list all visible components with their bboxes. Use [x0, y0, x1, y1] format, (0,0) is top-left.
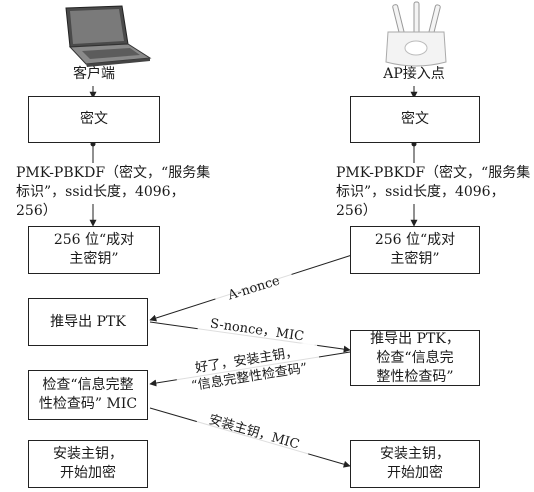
- access-point-icon: [385, 1, 447, 67]
- ap-pmk-formula: PMK-PBKDF（密文，“服务集 标识”，ssid长度，4096，256）: [336, 165, 531, 219]
- client-check-mic-box: 检查“信息完整 性检查码” MIC: [28, 370, 148, 420]
- client-derive-ptk-box: 推导出 PTK: [28, 298, 148, 346]
- ap-pmk-box: 256 位“成对 主密钥”: [350, 226, 480, 274]
- laptop-icon: [65, 5, 152, 67]
- client-ciphertext-box: 密文: [28, 96, 160, 143]
- ap-install-key-box: 安装主钥， 开始加密: [350, 440, 480, 488]
- ap-title: AP接入点: [383, 66, 445, 82]
- ap-ciphertext-box: 密文: [350, 96, 480, 143]
- client-title: 客户端: [73, 66, 115, 82]
- client-install-key-box: 安装主钥， 开始加密: [28, 440, 148, 488]
- client-pmk-formula: PMK-PBKDF（密文，“服务集 标识”，ssid长度，4096，256）: [16, 165, 211, 219]
- ap-derive-check-box: 推导出 PTK， 检查“信息完 整性检查码”: [350, 330, 480, 386]
- client-pmk-box: 256 位“成对 主密钥”: [28, 226, 160, 274]
